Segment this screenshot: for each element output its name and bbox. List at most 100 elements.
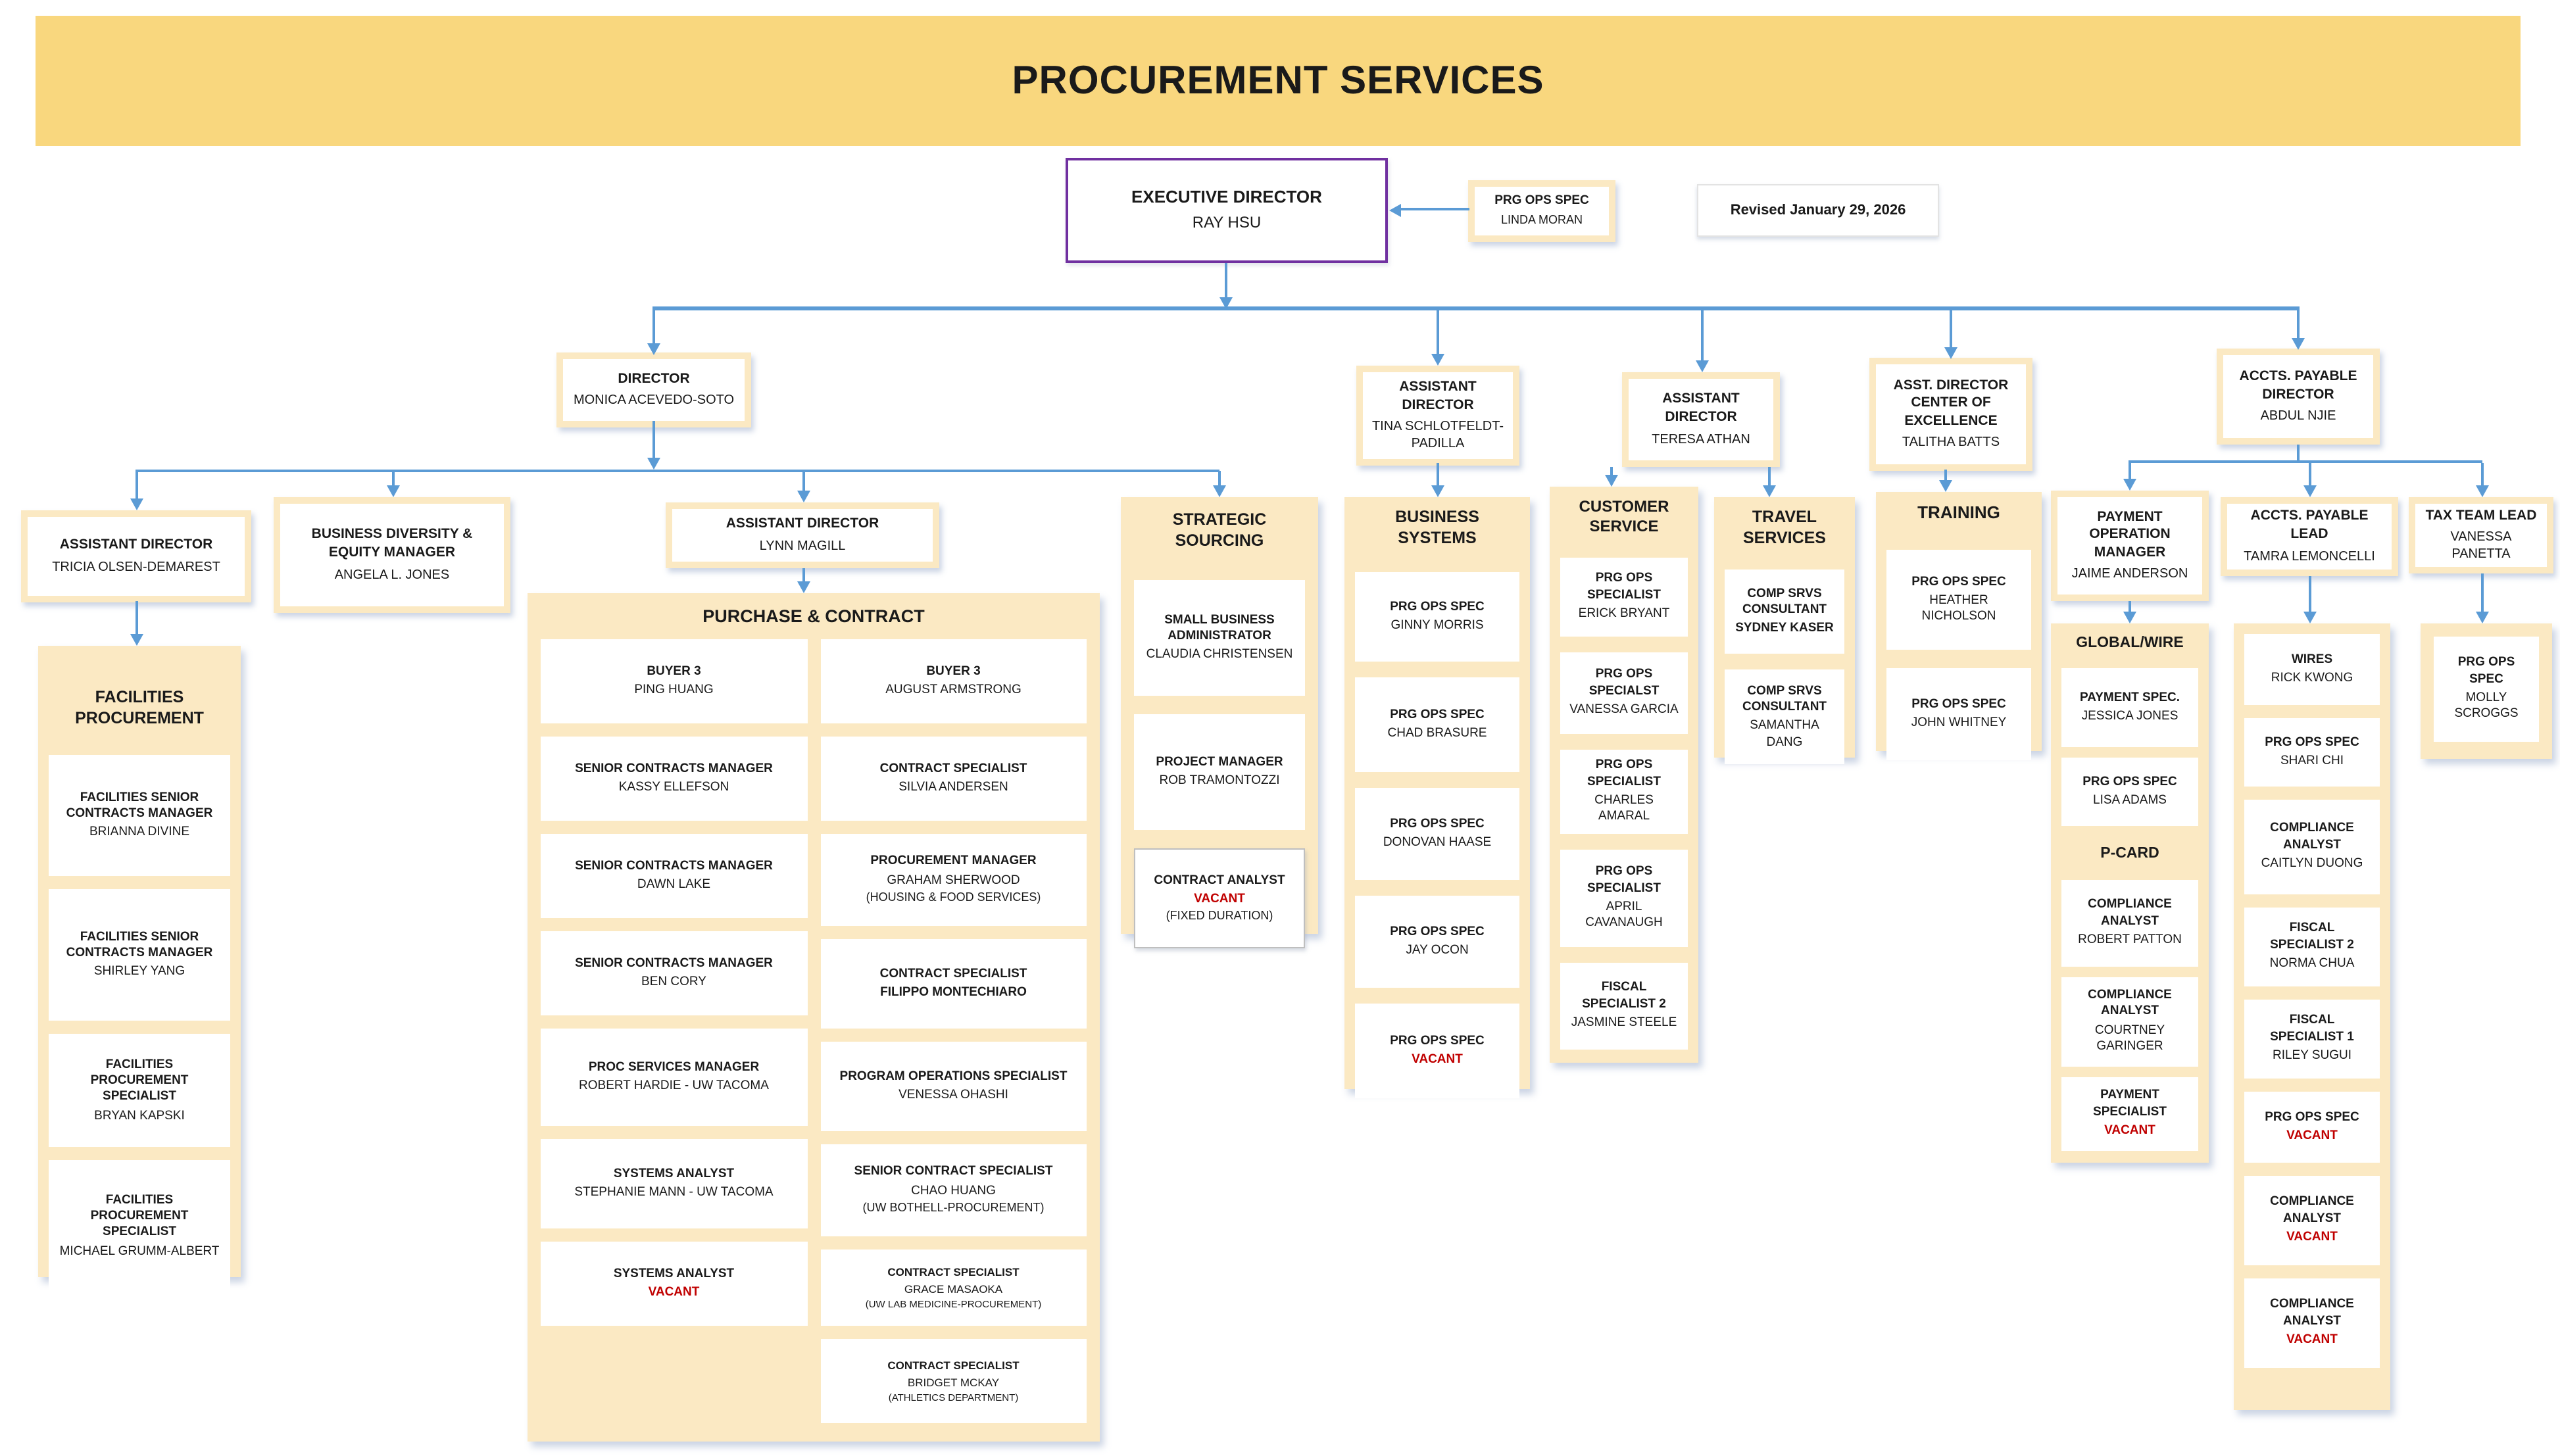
- facilities-procurement-header: FACILITIES PROCUREMENT: [75, 688, 204, 727]
- vacant-label: VACANT: [1194, 892, 1245, 907]
- role-title: EXECUTIVE DIRECTOR: [1131, 187, 1322, 207]
- staff-name: PING HUANG: [634, 682, 714, 697]
- training-header: TRAINING: [1917, 502, 2000, 522]
- staff-name: AUGUST ARMSTRONG: [885, 682, 1022, 697]
- arrowhead-down-icon: [1944, 347, 1957, 359]
- revision-note: Revised January 29, 2026: [1697, 184, 1939, 237]
- connector-line: [1437, 309, 1439, 354]
- vacant-label: VACANT: [648, 1284, 700, 1299]
- staff-name: COURTNEY GARINGER: [2094, 1023, 2165, 1054]
- staff-role: FISCAL SPECIALIST 2: [2270, 921, 2354, 952]
- person-name: TRICIA OLSEN-DEMAREST: [52, 560, 220, 575]
- staff-note: (UW LAB MEDICINE-PROCUREMENT): [865, 1298, 1042, 1310]
- person-name: JAIME ANDERSON: [2071, 567, 2188, 582]
- staff-name: BEN CORY: [641, 974, 706, 989]
- staff-role: PRG OPS SPECIALIST: [1587, 571, 1661, 602]
- role-title: ASSISTANT DIRECTOR: [726, 516, 879, 532]
- purchase-contract-columns: BUYER 3 PING HUANG SENIOR CONTRACTS MANAGE…: [541, 639, 1087, 1428]
- payment-operations-section-0-header: GLOBAL/WIRE: [2076, 635, 2184, 651]
- connector-line: [1944, 470, 1947, 480]
- person-name: LINDA MORAN: [1500, 213, 1583, 227]
- title-banner: PROCUREMENT SERVICES: [36, 16, 2521, 146]
- role-title: PRG OPS SPEC: [1494, 193, 1589, 208]
- connector-line: [2129, 460, 2482, 463]
- staff-role: COMPLIANCE ANALYST: [2088, 897, 2172, 929]
- arrowhead-left-icon: [1389, 204, 1401, 217]
- staff-box: COMPLIANCE ANALYST VACANT: [2244, 1176, 2380, 1265]
- staff-role: SENIOR CONTRACTS MANAGER: [575, 956, 773, 971]
- arrowhead-down-icon: [2123, 612, 2136, 623]
- connector-line: [802, 568, 805, 581]
- staff-role: PRG OPS SPECIALIST: [1587, 758, 1661, 789]
- arrowhead-down-icon: [647, 343, 660, 355]
- role-title: ASSISTANT DIRECTOR: [1662, 391, 1740, 425]
- arrowhead-down-icon: [2303, 612, 2317, 623]
- staff-role: BUYER 3: [926, 664, 981, 679]
- travel-services-header: TRAVEL SERVICES: [1743, 508, 1826, 547]
- vacant-label: VACANT: [1412, 1052, 1463, 1067]
- arrowhead-down-icon: [1939, 480, 1952, 492]
- connector-line: [1225, 263, 1227, 297]
- vacant-label: VACANT: [2286, 1230, 2338, 1245]
- staff-name: ROBERT PATTON: [2078, 932, 2182, 947]
- staff-role: FACILITIES PROCUREMENT SPECIALIST: [90, 1192, 189, 1240]
- staff-name: DAWN LAKE: [637, 877, 711, 892]
- connector-line: [1218, 471, 1221, 485]
- staff-name: SYDNEY KASER: [1735, 621, 1834, 636]
- staff-name: RILEY SUGUI: [2272, 1048, 2351, 1063]
- staff-role: CONTRACT SPECIALIST: [887, 1265, 1020, 1278]
- connector-line: [2481, 573, 2484, 612]
- staff-role: COMPLIANCE ANALYST: [2270, 1194, 2354, 1226]
- connector-line: [802, 471, 805, 491]
- arrowhead-down-icon: [130, 498, 143, 510]
- arrowhead-down-icon: [1431, 354, 1444, 366]
- role-title: ACCTS. PAYABLE LEAD: [2250, 508, 2369, 542]
- arrowhead-down-icon: [2476, 612, 2489, 623]
- staff-name: SHIRLEY YANG: [93, 964, 185, 979]
- staff-role: SYSTEMS ANALYST: [613, 1266, 735, 1281]
- staff-name: GRACE MASAOKA: [904, 1282, 1003, 1296]
- staff-name: JASMINE STEELE: [1571, 1015, 1677, 1031]
- staff-name: ROBERT HARDIE - UW TACOMA: [579, 1078, 769, 1093]
- connector-line: [1400, 208, 1469, 210]
- arrowhead-down-icon: [130, 634, 143, 646]
- staff-role: PRG OPS SPEC: [1911, 696, 2006, 712]
- strategic-sourcing-header: STRATEGIC SOURCING: [1172, 510, 1267, 550]
- arrowhead-down-icon: [2476, 485, 2489, 497]
- staff-role: PRG OPS SPEC: [1390, 816, 1485, 831]
- connector-line: [652, 306, 2300, 310]
- staff-name: CLAUDIA CHRISTENSEN: [1146, 647, 1293, 662]
- staff-role: FACILITIES SENIOR CONTRACTS MANAGER: [66, 929, 213, 961]
- staff-role: PROC SERVICES MANAGER: [588, 1059, 760, 1075]
- arrowhead-down-icon: [1213, 485, 1226, 497]
- staff-role: CONTRACT SPECIALIST: [887, 1358, 1020, 1372]
- staff-name: CAITLYN DUONG: [2261, 856, 2363, 871]
